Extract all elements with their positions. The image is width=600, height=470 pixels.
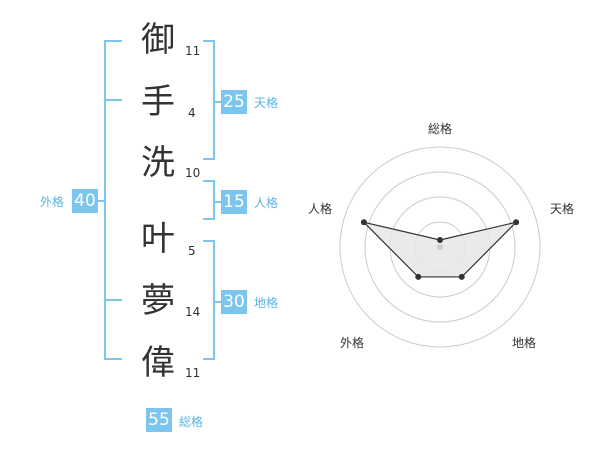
jinkaku-value: 15 (221, 190, 247, 214)
tenkaku-bracket-top (203, 40, 215, 42)
tenkaku-bracket-bottom (203, 158, 215, 160)
jinkaku-connector (213, 201, 221, 203)
chikaku-bracket-top (203, 240, 215, 242)
chikaku-value: 30 (221, 290, 247, 314)
kanji-4: 叶 (141, 219, 175, 259)
jinkaku-bracket-bottom (203, 218, 215, 220)
kanji-3: 洗 (141, 143, 175, 183)
stroke-count-2: 4 (188, 106, 196, 120)
radar-label-soukaku: 総格 (428, 121, 452, 136)
stroke-count-4: 5 (188, 244, 196, 258)
radar-point-jinkaku (360, 219, 367, 226)
tenkaku-bracket-vertical (213, 40, 215, 160)
radar-points (360, 219, 520, 280)
chikaku-label: 地格 (254, 296, 279, 310)
gaikaku-bracket-bottom (104, 358, 122, 360)
radar-point-chikaku (458, 273, 465, 280)
stroke-count-3: 10 (185, 166, 201, 180)
radar-label-chikaku: 地格 (512, 335, 536, 350)
stroke-count-5: 14 (185, 305, 201, 319)
radar-ring (339, 146, 541, 348)
radar-center-dot (437, 244, 443, 250)
jinkaku-label: 人格 (254, 196, 279, 210)
radar-point-tenkaku (513, 219, 520, 226)
kanji-2: 手 (141, 82, 175, 122)
stroke-count-6: 11 (185, 366, 201, 380)
tenkaku-label: 天格 (254, 96, 279, 110)
radar-label-jinkaku: 人格 (308, 201, 332, 216)
tenkaku-connector (213, 101, 221, 103)
stroke-count-1: 11 (185, 44, 201, 58)
jinkaku-bracket-top (203, 180, 215, 182)
radar-point-gaikaku (415, 273, 422, 280)
radar-ring (364, 171, 516, 323)
gaikaku-bracket-tick-2 (104, 99, 122, 101)
chikaku-bracket-bottom (203, 358, 215, 360)
gaikaku-connector (98, 200, 106, 202)
soukaku-value: 55 (146, 408, 172, 432)
gaikaku-bracket-top (104, 40, 122, 42)
gaikaku-value: 40 (72, 189, 98, 213)
gaikaku-label: 外格 (40, 195, 65, 209)
jinkaku-bracket-vertical (213, 180, 215, 220)
radar-label-gaikaku: 外格 (340, 335, 364, 350)
kanji-1: 御 (141, 20, 175, 60)
kanji-5: 夢 (141, 281, 175, 321)
radar-label-tenkaku: 天格 (550, 201, 574, 216)
chikaku-bracket-vertical (213, 240, 215, 360)
soukaku-label: 総格 (179, 415, 204, 429)
gaikaku-bracket-tick-5 (104, 299, 122, 301)
tenkaku-value: 25 (221, 90, 247, 114)
radar-point-soukaku (437, 237, 443, 243)
kanji-6: 偉 (141, 343, 175, 383)
chikaku-connector (213, 301, 221, 303)
